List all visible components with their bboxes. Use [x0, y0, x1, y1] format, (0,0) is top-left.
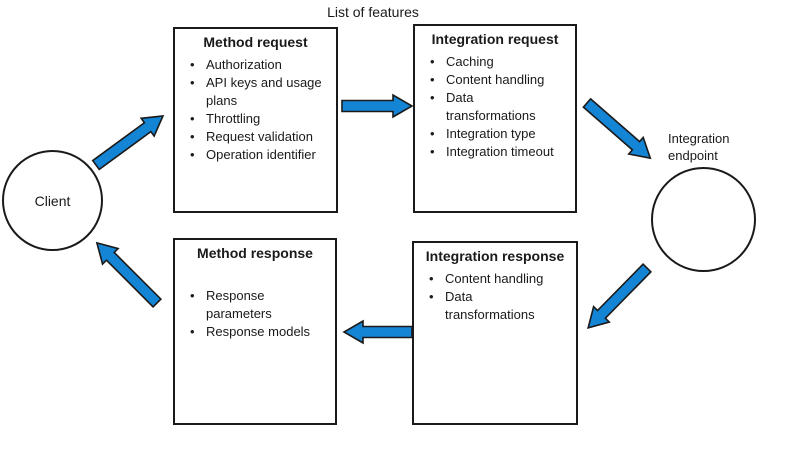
feature-item: Operation identifier: [190, 146, 334, 164]
method-response-box: Method response Response parameters Resp…: [173, 238, 337, 425]
arrow-method-request-to-integration-request-icon: [341, 93, 414, 119]
client-node: Client: [2, 150, 103, 251]
feature-item: Request validation: [190, 128, 334, 146]
feature-item: API keys and usage plans: [190, 74, 334, 110]
integration-request-feature-list: Caching Content handling Data transforma…: [415, 53, 575, 161]
arrow-method-response-to-client-icon: [95, 241, 163, 309]
integration-endpoint-node: [651, 167, 756, 272]
integration-response-box: Integration response Content handling Da…: [412, 241, 578, 425]
arrow-endpoint-to-integration-response-icon: [587, 263, 653, 330]
feature-item: Integration timeout: [430, 143, 573, 161]
arrow-integration-request-to-endpoint-icon: [582, 97, 652, 160]
feature-item: Integration type: [430, 125, 573, 143]
integration-request-box: Integration request Caching Content hand…: [413, 24, 577, 213]
integration-response-feature-list: Content handling Data transformations: [414, 270, 576, 324]
feature-item: Response parameters: [190, 287, 333, 323]
method-request-title: Method request: [203, 34, 308, 50]
diagram-title: List of features: [327, 4, 419, 20]
feature-item: Data transformations: [429, 288, 574, 324]
feature-item: Data transformations: [430, 89, 573, 125]
feature-item: Authorization: [190, 56, 334, 74]
integration-response-title: Integration response: [425, 248, 565, 264]
feature-item: Content handling: [429, 270, 574, 288]
method-response-feature-list: Response parameters Response models: [175, 287, 335, 341]
integration-endpoint-label: Integration endpoint: [668, 131, 730, 163]
arrow-integration-response-to-method-response-icon: [342, 319, 413, 345]
method-response-title: Method response: [197, 245, 313, 261]
feature-item: Caching: [430, 53, 573, 71]
client-label: Client: [34, 192, 71, 209]
feature-item: Throttling: [190, 110, 334, 128]
method-request-feature-list: Authorization API keys and usage plans T…: [175, 56, 336, 164]
method-request-box: Method request Authorization API keys an…: [173, 27, 338, 213]
feature-item: Response models: [190, 323, 333, 341]
arrow-client-to-method-request-icon: [91, 115, 165, 171]
integration-request-title: Integration request: [431, 31, 559, 47]
feature-item: Content handling: [430, 71, 573, 89]
